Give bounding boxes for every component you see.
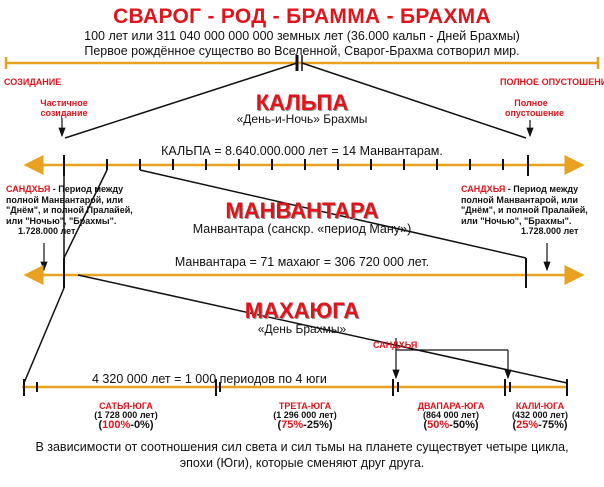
page-title: СВАРОГ - РОД - БРАММА - БРАХМА xyxy=(113,5,491,28)
full-devastation-label: Полное опустошение xyxy=(505,98,564,119)
mahayuga-subtitle: «День Брахмы» xyxy=(257,322,347,336)
yuga-treta: ТРЕТА-ЮГА (1 296 000 лет) (75%-25%) xyxy=(273,401,337,431)
yuga-dvapara: ДВАПАРА-ЮГА (864 000 лет) (50%-50%) xyxy=(417,401,485,431)
manvantara-title: МАНВАНТАРА xyxy=(225,198,379,223)
kalpa-subtitle: «День-и-Ночь» Брахмы xyxy=(236,112,368,126)
mahayuga-equation: 4 320 000 лет = 1 000 периодов по 4 юги xyxy=(92,372,327,386)
devastation-label: ПОЛНОЕ ОПУСТОШЕНИЕ xyxy=(500,77,604,87)
yuga-kali: КАЛИ-ЮГА (432 000 лет) (25%-75%) xyxy=(512,401,568,431)
manvantara-equation: Манвантара = 71 махаюг = 306 720 000 лет… xyxy=(174,255,430,269)
creation-label: СОЗИДАНИЕ xyxy=(4,77,62,87)
footer-line-1: В зависимости от соотношения сил света и… xyxy=(35,440,569,454)
sandhya-note-left: САНДХЬЯ - Период между полной Манвантаро… xyxy=(6,184,133,237)
partial-creation-label: Частичное созидание xyxy=(40,98,88,119)
yuga-satya: САТЬЯ-ЮГА (1 728 000 лет) (100%-0%) xyxy=(94,401,158,431)
kalpa-equation: КАЛЬПА = 8.640.000.000 лет = 14 Манванта… xyxy=(161,144,443,158)
header-line-2: Первое рождённое существо во Вселенной, … xyxy=(84,44,520,58)
mahayuga-title: МАХАЮГА xyxy=(244,298,360,323)
header-line-1: 100 лет или 311 040 000 000 000 земных л… xyxy=(84,29,520,43)
footer-line-2: эпохи (Юги), которые сменяют друг друга. xyxy=(179,456,425,470)
manvantara-subtitle: Манвантара (санскр. «период Ману») xyxy=(192,222,412,236)
kalpa-title: КАЛЬПА xyxy=(255,90,349,115)
sandhya-note-right: САНДХЬЯ - Период между полной Манвантаро… xyxy=(461,184,588,237)
mahayuga-sandhya-label: САНДХЬЯ xyxy=(373,340,418,350)
